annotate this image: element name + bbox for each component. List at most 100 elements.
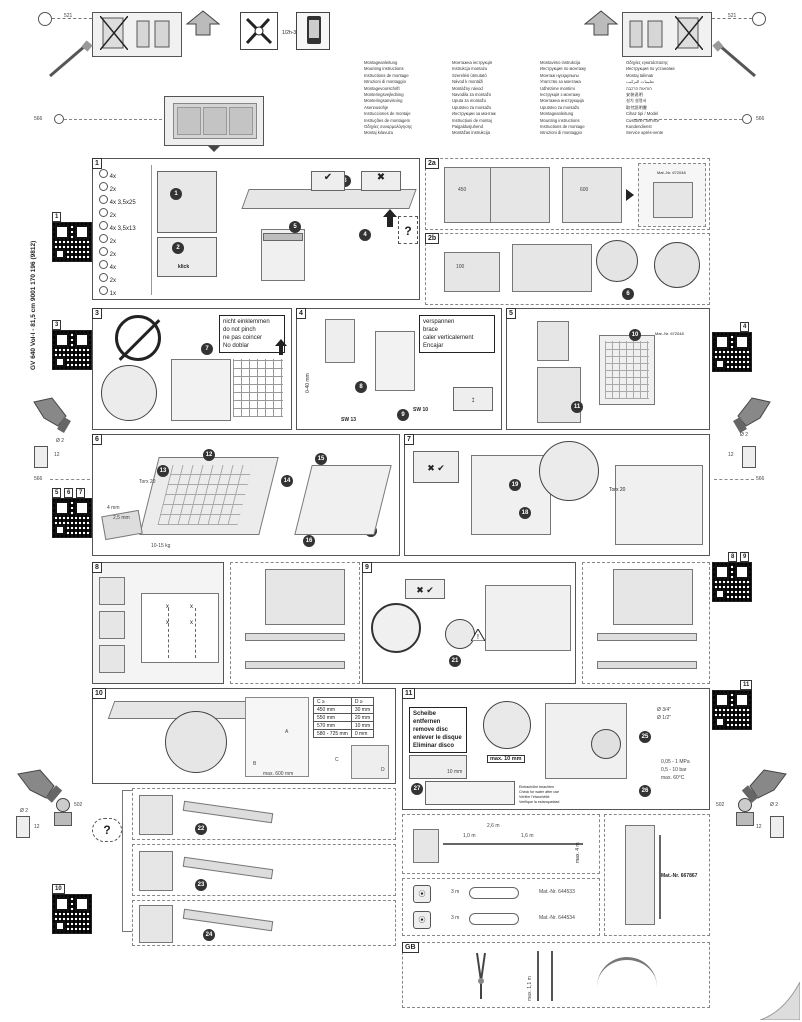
bracket-right-icon xyxy=(628,17,666,49)
step-2b-zoom-circle-2 xyxy=(654,242,700,288)
drill-right-offset-line xyxy=(714,479,754,480)
lang-item: Instrucțiuni de montaj xyxy=(452,117,492,123)
step-8-number: 8 xyxy=(92,562,102,573)
part-item: 2x xyxy=(99,273,116,284)
step-11-max-temp: 10 mm xyxy=(447,769,463,775)
qr-label-1: 1 xyxy=(52,212,62,222)
step-11-zoom-circle xyxy=(483,701,531,749)
drill-right-hole xyxy=(742,446,756,468)
lang-item: Инструкция по монтажу xyxy=(540,66,587,72)
step-8-panel: 8 x x x x xyxy=(92,562,224,684)
step-11-pressure-bar: 0,5 - 10 bar xyxy=(661,767,687,773)
step-2b-number: 2b xyxy=(425,233,440,244)
lang-item: Montageanleitung xyxy=(364,60,398,65)
cable-length-b: 3 m xyxy=(451,915,460,921)
drill-right-lower-offset: 502 xyxy=(716,802,725,808)
callout-8: 8 xyxy=(355,381,367,393)
lang-item: Instrukcja montażu xyxy=(452,66,488,72)
lang-item: Navodila za montažo xyxy=(452,92,492,98)
step-8-option-c xyxy=(99,645,125,673)
callout-24: 24 xyxy=(203,929,215,941)
part-item: 4x 3,5x13 xyxy=(99,221,136,232)
cable-coil-a xyxy=(469,887,519,899)
qr-label-11: 11 xyxy=(740,680,753,690)
drill-left-lower-post xyxy=(54,812,72,826)
tools-icon xyxy=(240,12,278,50)
table-header-cell: C ≥ xyxy=(313,697,352,706)
top-left-target-icon xyxy=(38,12,52,26)
step-5-hint: Mat.-Nr. 672048 xyxy=(655,331,684,336)
up-arrow-black-icon xyxy=(383,209,397,229)
callout-22: 22 xyxy=(195,823,207,835)
step-2b-panel: 2b 100 6 xyxy=(425,233,710,305)
step-9-zoom-circle xyxy=(445,619,475,649)
callout-16: 16 xyxy=(303,535,315,547)
lang-item: Инструкции за монтаж xyxy=(452,111,496,117)
step-4-dishwasher xyxy=(375,331,415,391)
top-right-dim: 521 xyxy=(728,13,737,19)
right-arrow-icon xyxy=(626,189,634,201)
drill-left-icon xyxy=(33,397,71,434)
step-7-number: 7 xyxy=(404,434,414,445)
lang-item: הוראות הרכבה xyxy=(626,85,652,91)
callout-6: 6 xyxy=(622,288,634,300)
step-11-inlet-a: Ø 3/4" xyxy=(657,707,672,713)
callout-1: 1 xyxy=(170,188,182,200)
drill-left-lower-depth: 12 xyxy=(34,824,40,830)
dishwasher-front xyxy=(263,233,303,241)
lang-item: Montageanleitung xyxy=(540,111,574,117)
step-3-number: 3 xyxy=(92,308,102,319)
gb-pliers-icon xyxy=(467,951,497,1001)
step-3-grid xyxy=(233,359,283,417)
lang-item: 설치 설명서 xyxy=(626,98,647,104)
cable-mat-b: Mat.-Nr. 644534 xyxy=(539,915,575,921)
step-7-tool: Torx 20 xyxy=(609,487,626,493)
qr-code-4 xyxy=(712,332,752,372)
lang-item: Monteringsanvisning xyxy=(364,98,403,104)
step-8-cab-top xyxy=(265,569,345,625)
qr-label-6: 6 xyxy=(64,488,74,498)
step-6-weight: 10-15 kg xyxy=(151,543,171,549)
step-4-warning: verspannen brace caler verticalement Enc… xyxy=(419,315,495,353)
no-circle-icon xyxy=(115,315,161,361)
qr-label-5: 5 xyxy=(52,488,62,498)
drill-right-diameter: Ø 2 xyxy=(740,432,749,438)
step-4-number: 4 xyxy=(296,308,306,319)
drill-right-lower-post xyxy=(736,812,754,826)
step-5-detail-a xyxy=(537,321,569,361)
cross-out-icon xyxy=(99,15,129,51)
divider xyxy=(151,165,152,295)
qr-label-4: 4 xyxy=(740,322,750,332)
callout-23: 23 xyxy=(195,879,207,891)
drill-left-lower-knob xyxy=(56,798,70,812)
part-item: 2x xyxy=(99,208,116,219)
language-column-3: Montavimo instrukcija Инструкция по монт… xyxy=(540,60,624,137)
step-8-rail-a xyxy=(245,633,345,641)
step-8-rail-b xyxy=(245,661,345,669)
sensor-shape xyxy=(653,182,693,218)
side-dim-left: 566 xyxy=(34,116,43,122)
step-11-temp: max. 60°C xyxy=(661,775,685,781)
step-10-side-dim: max. 600 mm xyxy=(263,771,294,777)
drill-left-lower-offset: 502 xyxy=(74,802,83,808)
qr-code-1 xyxy=(52,222,92,262)
extension-mat: Mat.-Nr. 667867 xyxy=(661,873,698,879)
step-9-panel: 9 ✖ ✔ ! 21 xyxy=(362,562,576,684)
step-2b-question: ? xyxy=(398,216,418,244)
lang-item: Paigaldusjuhend xyxy=(452,124,483,130)
cable-panel: ⦿ ⦿ 3 m 3 m Mat.-Nr. 644533 Mat.-Nr. 644… xyxy=(402,878,600,936)
step-5-panel: 5 Mat.-Nr. 672048 10 11 xyxy=(506,308,710,430)
side-target-left-icon xyxy=(54,114,64,124)
svg-text:!: ! xyxy=(477,634,479,641)
part-item: 2x xyxy=(99,247,116,258)
step-11-tools-row xyxy=(425,781,515,805)
lang-item: Service après-vente xyxy=(626,130,664,136)
step-3-up-arrow-icon xyxy=(275,339,287,357)
language-column-4: Οδηγίες εγκατάστασης Инструкция по устан… xyxy=(626,60,716,137)
step-1-number: 1 xyxy=(92,158,102,169)
step-2a-dim-a: 450 xyxy=(458,187,467,193)
callout-19: 19 xyxy=(509,479,521,491)
